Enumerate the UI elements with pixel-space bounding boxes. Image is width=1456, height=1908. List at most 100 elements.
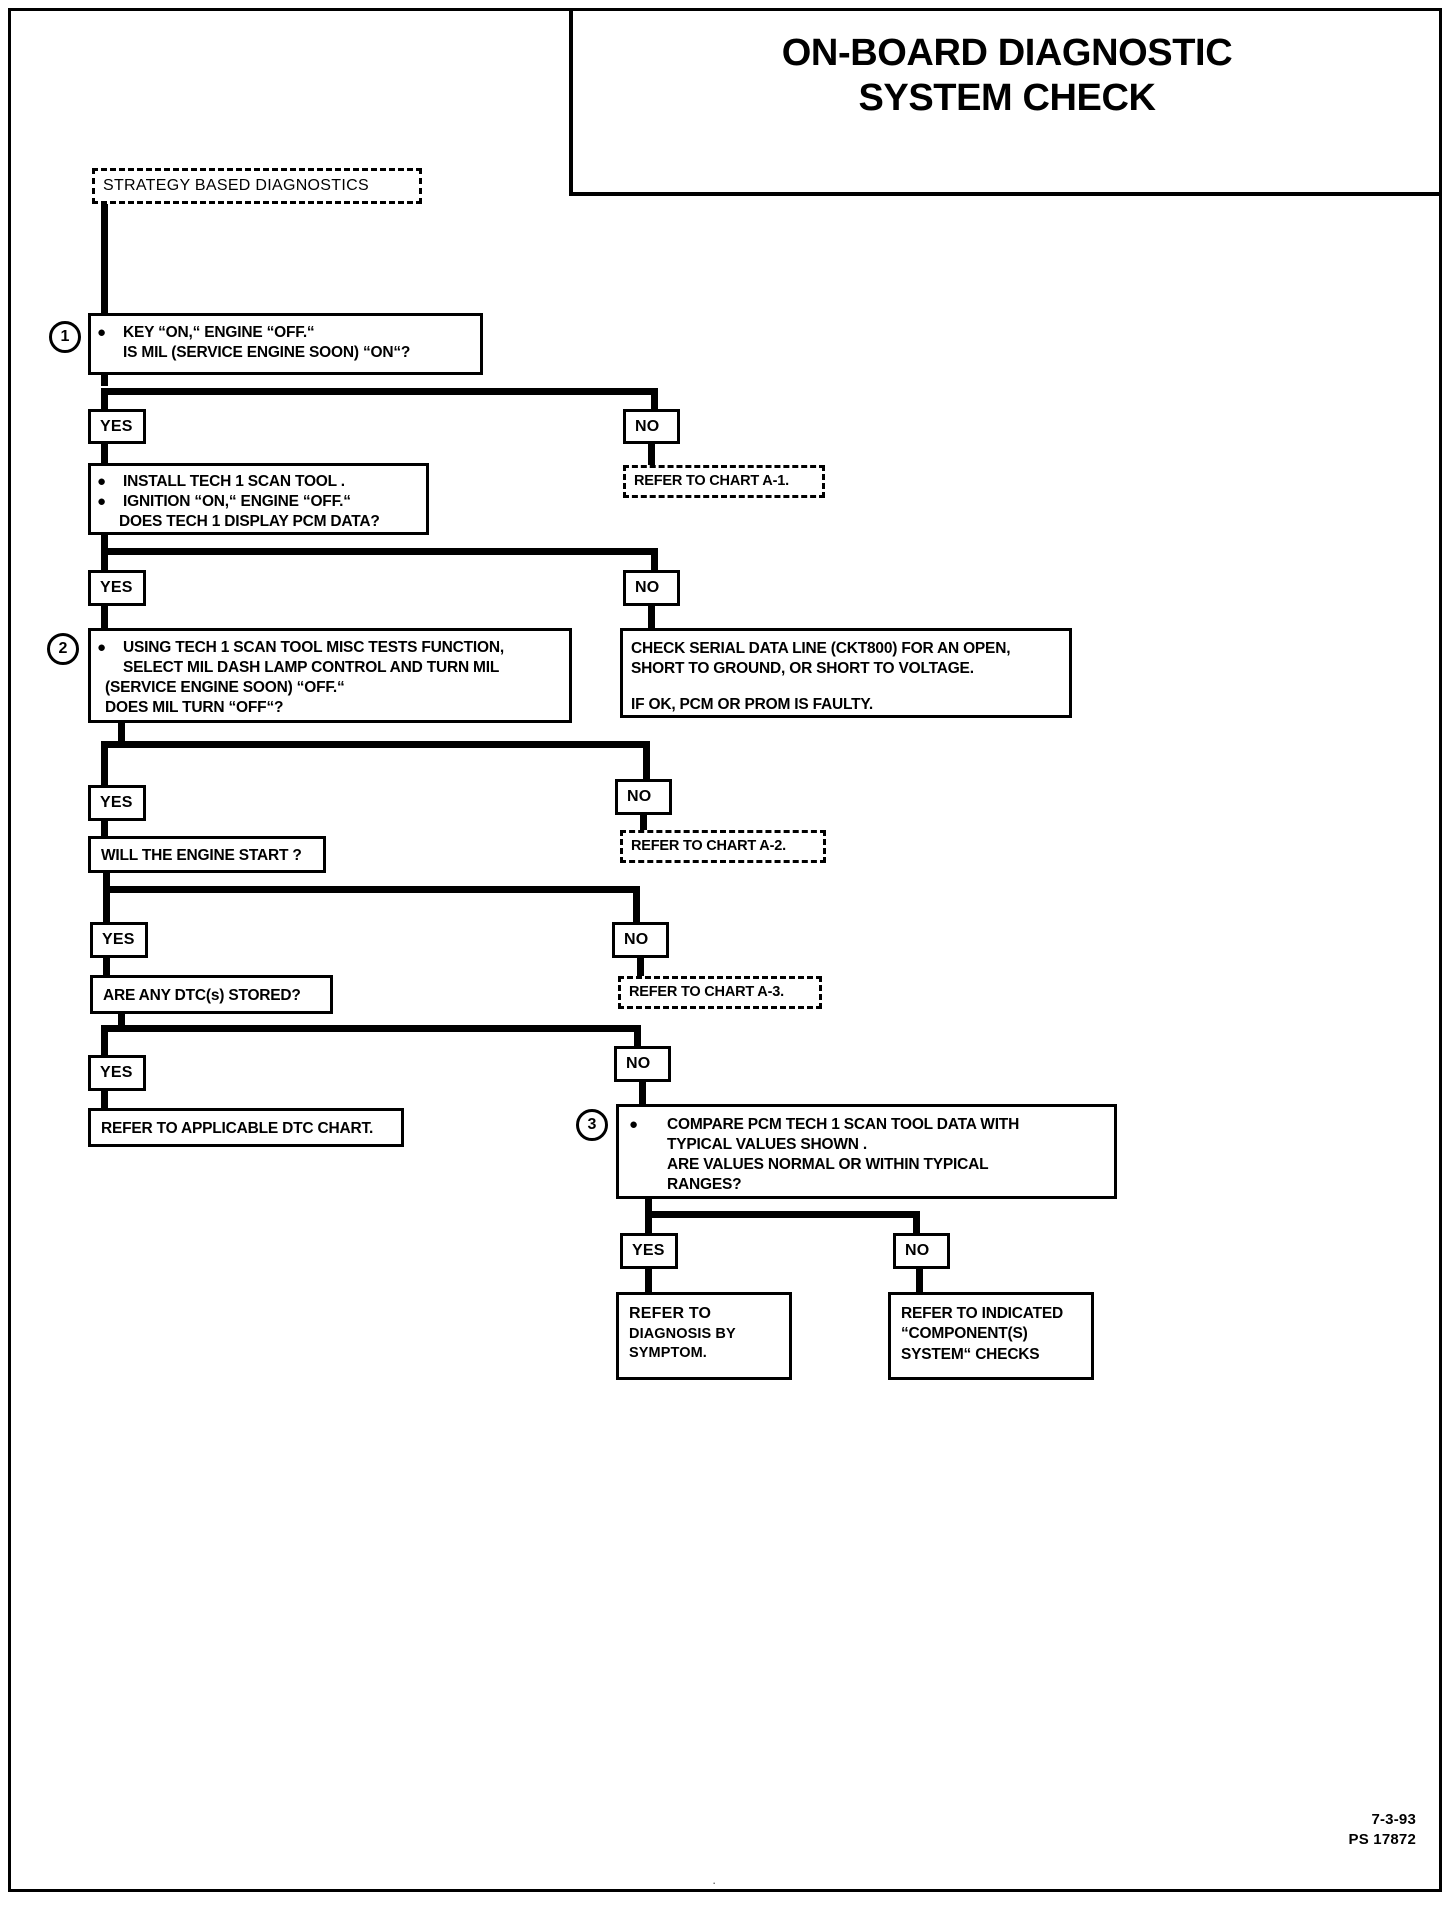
connector-yes-dtc-to-refer — [101, 1091, 108, 1109]
connector-engine-no-down — [633, 886, 640, 923]
dtc-stored-box: ARE ANY DTC(s) STORED? — [90, 975, 333, 1014]
start-box-label: STRATEGY BASED DIAGNOSTICS — [103, 177, 369, 194]
branch-yes-step1: YES — [88, 409, 146, 444]
connector-install-stub-up — [101, 535, 108, 555]
install-tech1-line1: INSTALL TECH 1 SCAN TOOL . — [123, 473, 345, 490]
connector-step3-stub-up — [645, 1199, 652, 1218]
step1-text: KEY “ON,“ ENGINE “OFF.“ IS MIL (SERVICE … — [123, 324, 411, 362]
install-tech1-line2: IGNITION “ON,“ ENGINE “OFF.“ — [123, 493, 351, 511]
branch-yes-step3: YES — [620, 1233, 678, 1269]
connector-yes-install-to-step2 — [101, 606, 108, 630]
refer-chart-a1-label: REFER TO CHART A-1. — [634, 473, 789, 489]
branch-label: NO — [627, 788, 652, 805]
branch-label: NO — [624, 931, 649, 948]
bullet-icon: ● — [629, 1116, 639, 1133]
branch-yes-step2: YES — [88, 785, 146, 821]
bullet-icon: ● — [97, 493, 107, 511]
connector-install-branch-horizontal — [101, 548, 658, 555]
branch-label: NO — [635, 417, 660, 435]
connector-start-to-step1 — [101, 204, 108, 314]
step1-box: ● KEY “ON,“ ENGINE “OFF.“ IS MIL (SERVIC… — [88, 313, 483, 375]
step-number-3-label: 3 — [587, 1116, 597, 1133]
connector-step3-no-down — [913, 1211, 920, 1235]
connector-engine-branch-horizontal — [103, 886, 640, 893]
refer-diagnosis-body: DIAGNOSIS BY SYMPTOM. — [629, 1325, 736, 1362]
refer-component-system-checks-box: REFER TO INDICATED “COMPONENT(S) SYSTEM“… — [888, 1292, 1094, 1380]
connector-dtc-stub-up — [118, 1014, 125, 1032]
connector-install-no-down — [651, 548, 658, 571]
branch-label: NO — [635, 579, 660, 596]
connector-yes2-to-engine-start — [101, 821, 108, 837]
engine-start-box: WILL THE ENGINE START ? — [88, 836, 326, 873]
connector-step1-yes-down — [101, 388, 108, 410]
step3-text: COMPARE PCM TECH 1 SCAN TOOL DATA WITH T… — [667, 1116, 1020, 1194]
connector-no1-to-chart-a1 — [648, 444, 655, 466]
connector-dtc-yes-down — [101, 1025, 108, 1056]
branch-label: NO — [905, 1242, 930, 1259]
refer-applicable-dtc-chart-box: REFER TO APPLICABLE DTC CHART. — [88, 1108, 404, 1147]
connector-dtc-no-down — [634, 1025, 641, 1047]
connector-no-dtc-to-step3 — [639, 1082, 646, 1106]
bullet-icon: ● — [97, 473, 107, 490]
branch-label: YES — [100, 417, 133, 435]
connector-no2-to-chart-a2 — [640, 815, 647, 831]
step3-box: ● COMPARE PCM TECH 1 SCAN TOOL DATA WITH… — [616, 1104, 1117, 1199]
branch-no-dtc: NO — [614, 1046, 671, 1082]
connector-engine-stub-up — [103, 873, 110, 893]
connector-step2-stub-up — [118, 723, 125, 748]
refer-chart-a2-box: REFER TO CHART A-2. — [620, 830, 826, 863]
branch-label: NO — [626, 1055, 651, 1072]
connector-engine-yes-down — [103, 886, 110, 923]
connector-step2-no-down — [643, 741, 650, 779]
refer-chart-a3-label: REFER TO CHART A-3. — [629, 984, 784, 1000]
step2-box: ● USING TECH 1 SCAN TOOL MISC TESTS FUNC… — [88, 628, 572, 723]
connector-step2-yes-jog — [101, 741, 125, 748]
page-border — [8, 8, 1442, 1892]
check-serial-text: CHECK SERIAL DATA LINE (CKT800) FOR AN O… — [631, 640, 1011, 677]
step-number-2-label: 2 — [58, 640, 68, 657]
engine-start-label: WILL THE ENGINE START ? — [101, 847, 302, 864]
connector-step3-branch-horizontal — [645, 1211, 920, 1218]
refer-diagnosis-by-symptom-box: REFER TO DIAGNOSIS BY SYMPTOM. — [616, 1292, 792, 1380]
dtc-stored-label: ARE ANY DTC(s) STORED? — [103, 987, 301, 1004]
footer-revision-info: 7-3-93 PS 17872 — [1348, 1810, 1416, 1848]
refer-applicable-dtc-chart-label: REFER TO APPLICABLE DTC CHART. — [101, 1120, 374, 1137]
refer-chart-a2-label: REFER TO CHART A-2. — [631, 838, 786, 854]
branch-label: YES — [100, 1064, 133, 1081]
step2-text: USING TECH 1 SCAN TOOL MISC TESTS FUNCTI… — [123, 639, 504, 677]
refer-chart-a3-box: REFER TO CHART A-3. — [618, 976, 822, 1009]
branch-yes-install: YES — [88, 570, 146, 606]
connector-step1-no-down — [651, 388, 658, 410]
connector-step1-branch-horizontal — [101, 388, 658, 395]
step-number-2: 2 — [47, 633, 79, 665]
connector-step2-branch-horizontal — [118, 741, 650, 748]
branch-no-step1: NO — [623, 409, 680, 444]
connector-no-install-to-serial — [648, 606, 655, 628]
step-number-3: 3 — [576, 1109, 608, 1141]
check-serial-data-box: CHECK SERIAL DATA LINE (CKT800) FOR AN O… — [620, 628, 1072, 718]
connector-step3-yes-down — [645, 1211, 652, 1235]
connector-yes-engine-to-dtc — [103, 958, 110, 976]
install-tech1-line3: DOES TECH 1 DISPLAY PCM DATA? — [119, 513, 380, 531]
branch-label: YES — [632, 1242, 665, 1259]
branch-label: YES — [102, 931, 135, 948]
connector-yes1-to-install — [101, 444, 108, 464]
title-block: ON-BOARD DIAGNOSTIC SYSTEM CHECK — [569, 9, 1441, 196]
connector-no3-to-component — [916, 1269, 923, 1293]
page-title: ON-BOARD DIAGNOSTIC SYSTEM CHECK — [781, 32, 1233, 119]
step2-extra-text: (SERVICE ENGINE SOON) “OFF.“ DOES MIL TU… — [105, 679, 345, 717]
branch-yes-engine: YES — [90, 922, 148, 958]
connector-yes3-to-diagnosis — [645, 1269, 652, 1293]
branch-yes-dtc: YES — [88, 1055, 146, 1091]
install-tech1-box: ● INSTALL TECH 1 SCAN TOOL . ● IGNITION … — [88, 463, 429, 535]
refer-diagnosis-heading: REFER TO — [629, 1305, 712, 1322]
connector-dtc-yes-jog — [101, 1025, 125, 1032]
branch-no-install: NO — [623, 570, 680, 606]
start-box-strategy-based-diagnostics: STRATEGY BASED DIAGNOSTICS — [92, 168, 422, 204]
page-center-mark: · — [712, 1875, 717, 1890]
connector-no-engine-to-chart-a3 — [637, 958, 644, 976]
step-number-1-label: 1 — [60, 328, 70, 345]
step-number-1: 1 — [49, 321, 81, 353]
connector-step2-yes-down — [101, 748, 108, 786]
